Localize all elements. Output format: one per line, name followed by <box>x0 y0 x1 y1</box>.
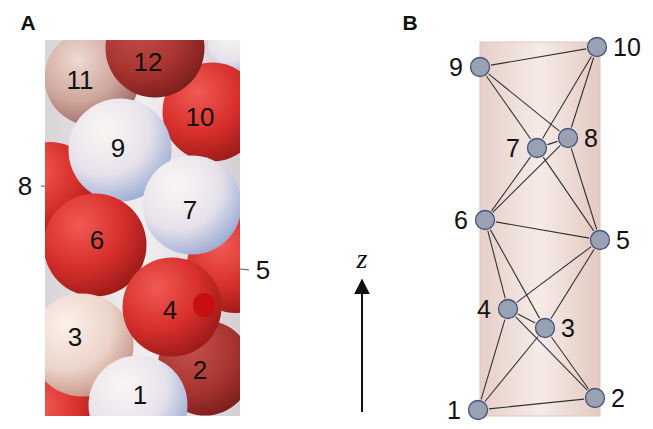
node-disc <box>471 58 490 77</box>
node-circle <box>474 209 496 231</box>
node-disc <box>559 129 578 148</box>
contact-edge <box>516 317 588 390</box>
node-disc <box>591 231 610 250</box>
contact-edge <box>485 337 538 402</box>
contact-edge <box>543 157 594 231</box>
panel-label: B <box>402 12 417 33</box>
sphere: 1 <box>88 355 188 416</box>
sphere-number: 12 <box>134 49 163 75</box>
node-disc <box>586 389 605 408</box>
node-circle <box>526 137 548 159</box>
node-disc <box>588 38 607 57</box>
node-disc <box>536 319 555 338</box>
cylinder <box>480 42 600 416</box>
contact-node: 2 <box>584 387 606 409</box>
sphere-number: 3 <box>68 324 82 350</box>
node-circle <box>497 298 519 320</box>
contact-edge <box>481 320 505 400</box>
sphere: 7 <box>142 155 240 255</box>
contact-edge <box>517 247 591 303</box>
node-number: 2 <box>611 387 625 409</box>
contact-node: 6 <box>474 209 496 231</box>
contact-edge <box>488 231 505 299</box>
node-number: 9 <box>449 56 463 78</box>
sphere: 12 <box>105 40 205 98</box>
contact-edge <box>486 76 530 139</box>
sphere-body <box>69 99 172 202</box>
contact-node: 3 <box>534 317 556 339</box>
contact-node: 8 <box>557 127 579 149</box>
node-number: 5 <box>616 229 630 251</box>
node-disc <box>469 401 488 420</box>
contact-edge <box>491 49 586 65</box>
node-number: 4 <box>477 298 491 320</box>
contact-edge <box>547 141 557 144</box>
contact-node: 7 <box>526 137 548 159</box>
node-disc <box>528 139 547 158</box>
node-circle <box>584 387 606 409</box>
sphere-body <box>45 294 134 397</box>
sphere-number: 4 <box>163 297 177 323</box>
sphere-number: 6 <box>90 227 104 253</box>
panel-label: A <box>20 12 35 33</box>
surface-spot <box>193 293 215 317</box>
callout-number: 8 <box>18 173 32 199</box>
node-circle <box>469 56 491 78</box>
node-circle <box>534 317 556 339</box>
contact-edge <box>571 57 593 127</box>
contact-node: 10 <box>586 36 608 58</box>
sphere-number: 7 <box>183 197 197 223</box>
node-disc <box>499 300 518 319</box>
node-number: 7 <box>506 137 520 159</box>
node-circle <box>589 229 611 251</box>
node-number: 1 <box>447 399 461 421</box>
node-number: 3 <box>561 317 575 339</box>
sphere-number: 1 <box>133 382 147 408</box>
node-circle <box>467 399 489 421</box>
node-circle <box>557 127 579 149</box>
contact-edge <box>493 146 560 213</box>
node-disc <box>476 211 495 230</box>
contact-edge <box>490 230 539 319</box>
sphere-number: 9 <box>111 135 125 161</box>
contact-node: 4 <box>497 298 519 320</box>
contact-node: 1 <box>467 399 489 421</box>
contact-edge <box>496 222 589 238</box>
sphere-body <box>123 258 222 357</box>
axis-label: z <box>357 245 368 273</box>
contact-edge <box>571 148 596 229</box>
sphere-body <box>106 40 205 98</box>
callout-number: 5 <box>256 257 270 283</box>
sphere-number: 11 <box>67 67 94 93</box>
node-number: 10 <box>613 36 641 58</box>
sphere-body <box>143 156 241 255</box>
node-circle <box>586 36 608 58</box>
contact-edge <box>491 157 530 211</box>
contact-edge <box>489 399 584 409</box>
contact-edge <box>489 74 560 131</box>
sphere-number: 2 <box>193 357 207 383</box>
sphere-number: 10 <box>186 104 215 130</box>
axis-arrow <box>361 280 363 412</box>
contact-node: 9 <box>469 56 491 78</box>
node-number: 6 <box>454 209 468 231</box>
contact-edge <box>518 314 535 323</box>
node-number: 8 <box>584 127 598 149</box>
cylinder-clip: 1234679101112 <box>45 40 240 416</box>
contact-edge <box>551 249 594 318</box>
sphere-body <box>45 194 147 297</box>
contact-edge <box>551 337 588 389</box>
contact-node: 5 <box>589 229 611 251</box>
sphere: 4 <box>122 257 222 357</box>
